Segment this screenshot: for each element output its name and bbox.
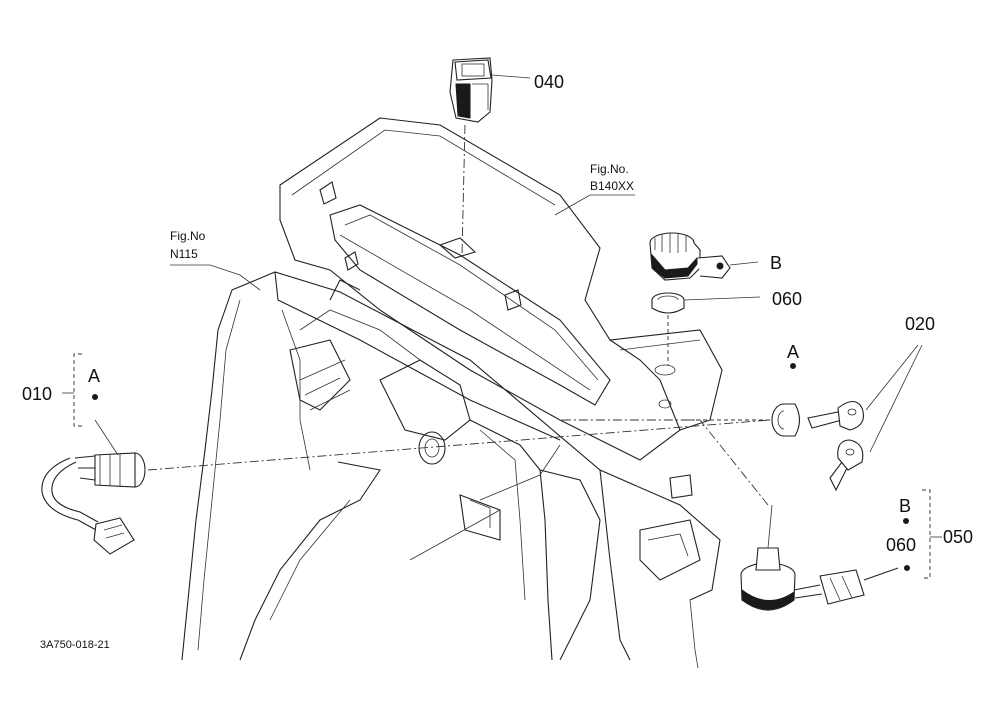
part-050-switch xyxy=(740,504,910,611)
dashboard-panel xyxy=(181,271,721,669)
callout-040: 040 xyxy=(534,72,564,92)
part-b-switch-top xyxy=(649,232,761,365)
bracket-010 xyxy=(62,353,82,427)
callout-050: 050 xyxy=(943,527,973,547)
part-040-switch xyxy=(449,57,531,123)
fig-ref-2-code: N115 xyxy=(170,247,198,261)
upper-console xyxy=(279,117,723,461)
callout-020: 020 xyxy=(905,314,935,334)
bracket-050 xyxy=(922,489,942,579)
marker-b-top: B xyxy=(770,253,782,273)
part-010-switch xyxy=(41,394,146,555)
fig-ref-2-title: Fig.No xyxy=(170,229,206,243)
drawing-code: 3A750-018-21 xyxy=(40,639,110,651)
callout-060-bottom: 060 xyxy=(886,535,916,555)
marker-a-right: A xyxy=(787,342,799,362)
callout-010: 010 xyxy=(22,384,52,404)
part-020-keys xyxy=(771,344,923,492)
marker-a-left: A xyxy=(88,366,100,386)
assembly-lines xyxy=(147,124,771,561)
fig-ref-1-title: Fig.No. xyxy=(590,162,629,176)
callout-060-top: 060 xyxy=(772,289,802,309)
marker-b-bottom: B xyxy=(899,496,911,516)
fig-ref-1-code: B140XX xyxy=(590,179,634,193)
